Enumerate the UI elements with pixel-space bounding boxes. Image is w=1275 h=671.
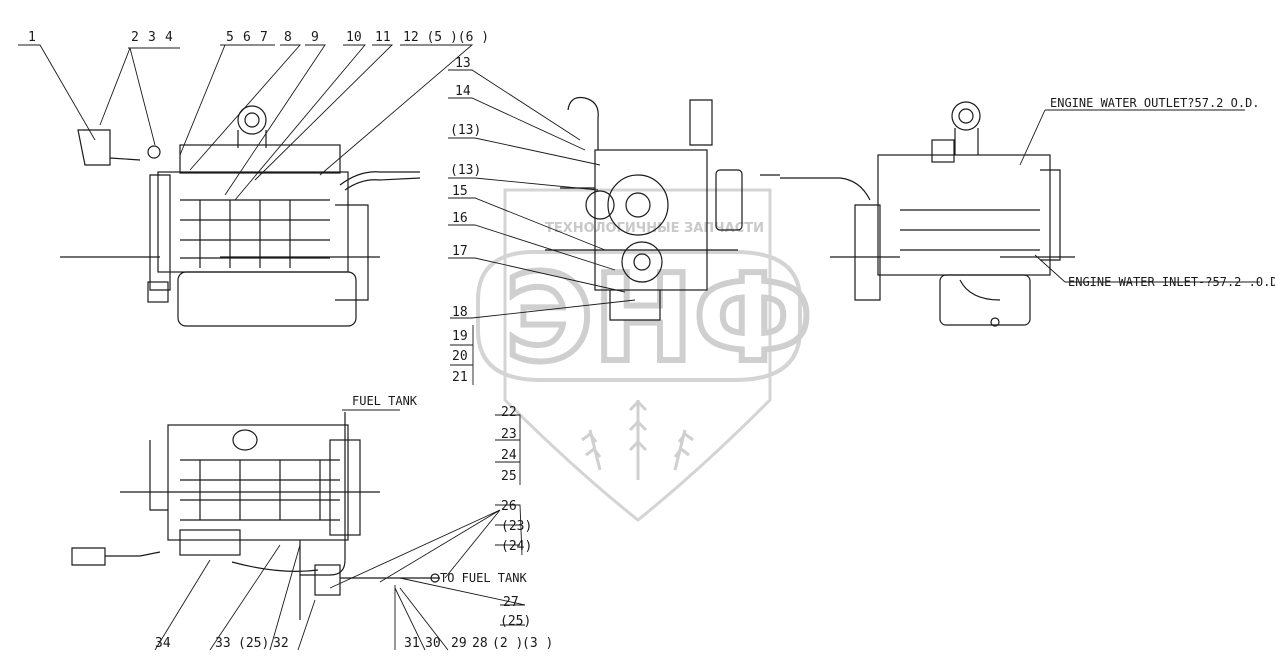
callout-10: 10: [346, 30, 362, 45]
watermark-shield: ТЕХНОЛОГИЧНЫЕ ЗАПЧАСТИ ЭНФ: [476, 188, 816, 522]
callout-3b: (3 ): [522, 636, 553, 651]
water-inlet-label: ENGINE WATER INLET-?57.2 .O.D.: [1068, 275, 1275, 289]
callout-12: 12 (5 )(6 ): [403, 30, 489, 45]
to-fuel-tank-label: TO FUEL TANK: [440, 571, 527, 585]
callout-25: 25: [501, 469, 517, 484]
callout-17: 17: [452, 244, 468, 259]
callout-34: 34: [155, 636, 171, 651]
callout-24: 24: [501, 448, 517, 463]
callout-5: 5: [226, 30, 234, 45]
callout-13: 13: [455, 56, 471, 71]
callout-30: 30: [425, 636, 441, 651]
callout-9: 9: [311, 30, 319, 45]
watermark-tagline: ТЕХНОЛОГИЧНЫЕ ЗАПЧАСТИ: [545, 221, 764, 236]
annotations: ENGINE WATER OUTLET?57.2 O.D. ENGINE WAT…: [352, 96, 1275, 585]
callout-33: 33: [215, 636, 231, 651]
callout-20: 20: [452, 349, 468, 364]
callouts: 1 2 3 4 5 6 7 8 9 10 11 12 (5 )(6 ) 13 1…: [28, 30, 553, 651]
callout-25c: (25): [238, 636, 269, 651]
callout-4: 4: [165, 30, 173, 45]
fuel-tank-label: FUEL TANK: [352, 394, 418, 408]
callout-3: 3: [148, 30, 156, 45]
engine-top-view: [71, 412, 440, 620]
callout-23b: (23): [501, 519, 532, 534]
callout-29: 29: [451, 636, 467, 651]
callout-18: 18: [452, 305, 468, 320]
callout-22: 22: [501, 405, 517, 420]
callout-2b: (2 ): [492, 636, 523, 651]
callout-21: 21: [452, 370, 468, 385]
callout-23: 23: [501, 427, 517, 442]
callout-2: 2: [131, 30, 139, 45]
wheat-icon: [581, 399, 694, 480]
callout-15: 15: [452, 184, 468, 199]
callout-28: 28: [472, 636, 488, 651]
engine-front-view: [545, 96, 780, 321]
callout-8: 8: [284, 30, 292, 45]
callout-19: 19: [452, 329, 468, 344]
callout-1: 1: [28, 30, 36, 45]
leader-lines: [18, 44, 1260, 651]
callout-13c: (13): [450, 163, 481, 178]
callout-11: 11: [375, 30, 391, 45]
callout-7: 7: [260, 30, 268, 45]
callout-25b: (25): [500, 614, 531, 629]
engine-side-view-left: [60, 105, 421, 327]
callout-32: 32: [273, 636, 289, 651]
callout-16: 16: [452, 211, 468, 226]
callout-27: 27: [503, 595, 519, 610]
callout-26: 26: [501, 499, 517, 514]
engine-side-view-right: [780, 101, 1075, 327]
callout-31: 31: [404, 636, 420, 651]
water-outlet-label: ENGINE WATER OUTLET?57.2 O.D.: [1050, 96, 1260, 110]
callout-13b: (13): [450, 123, 481, 138]
callout-14: 14: [455, 84, 471, 99]
callout-24b: (24): [501, 539, 532, 554]
callout-6: 6: [243, 30, 251, 45]
